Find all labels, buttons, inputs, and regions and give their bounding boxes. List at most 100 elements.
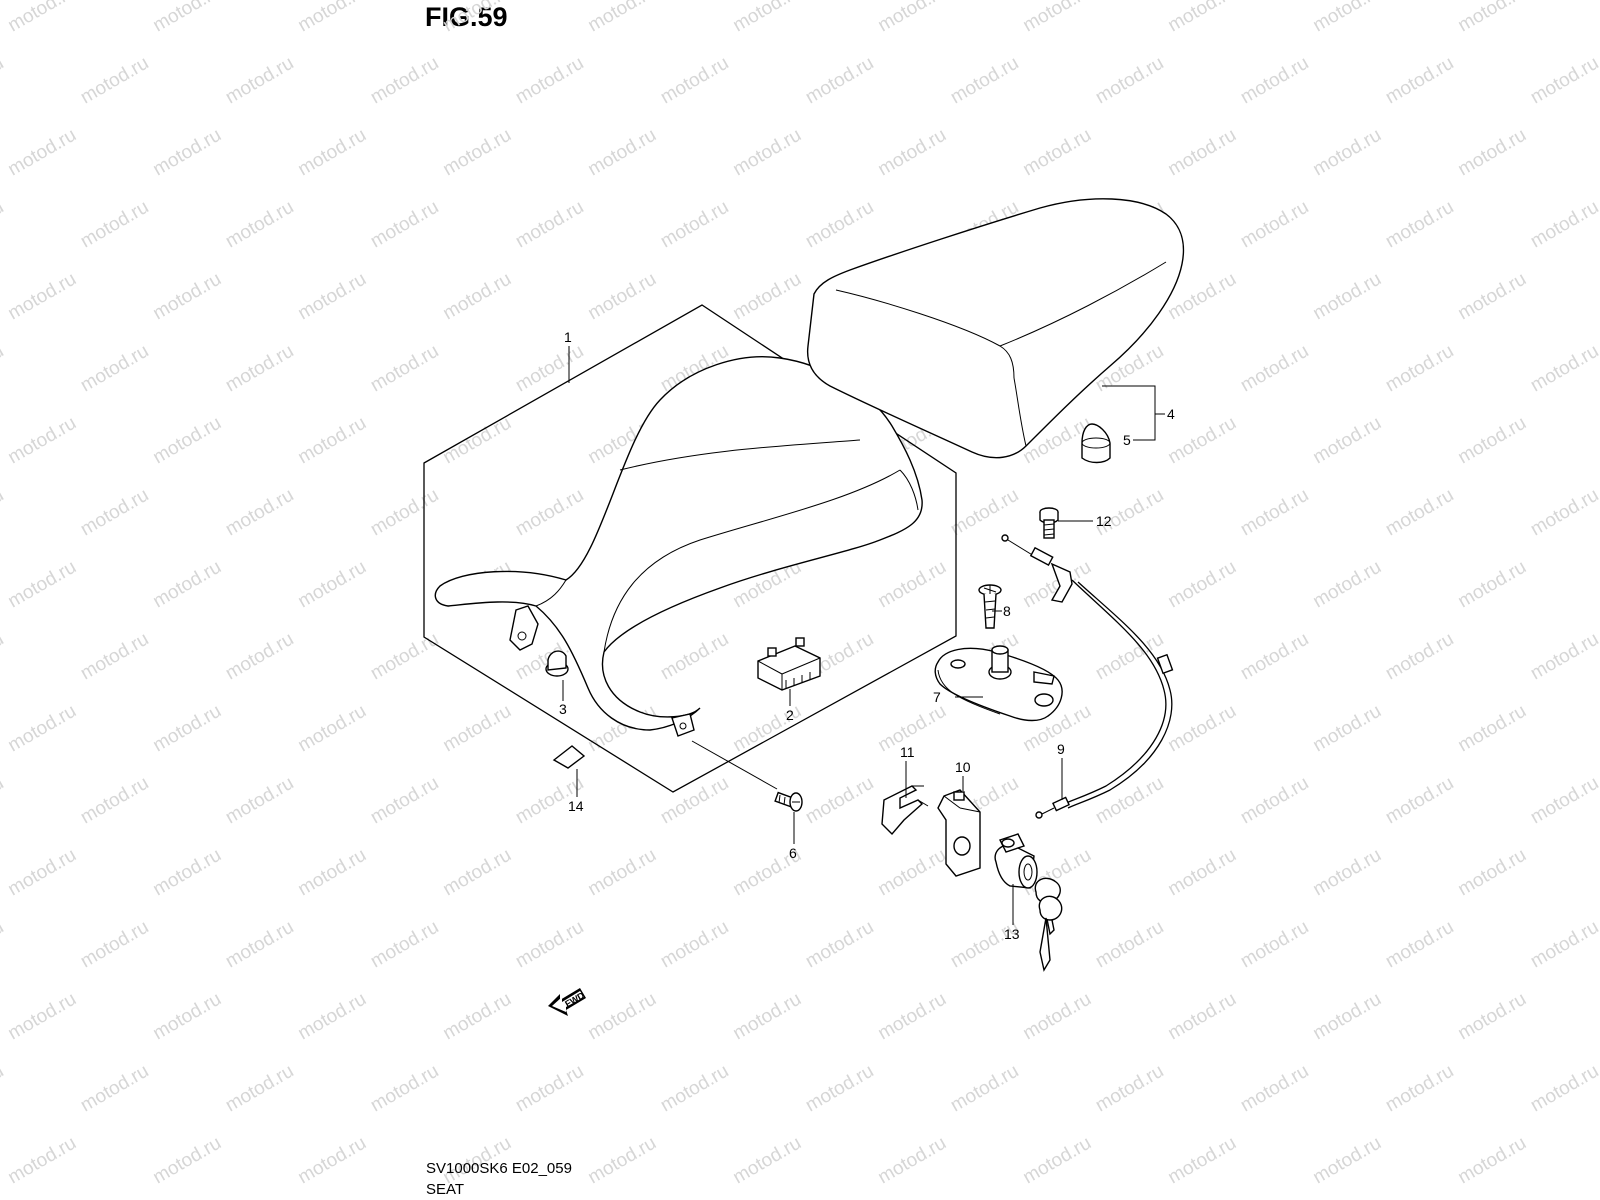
watermark-text: motod.ru [1527,485,1600,541]
watermark-text: motod.ru [150,413,225,469]
watermark-text: motod.ru [440,845,515,901]
watermark-text: motod.ru [947,917,1022,973]
watermark-text: motod.ru [512,53,587,109]
watermark-text: motod.ru [5,125,80,181]
watermark-text: motod.ru [1382,485,1457,541]
watermark-text: motod.ru [657,917,732,973]
watermark-text: motod.ru [1237,917,1312,973]
watermark-text: motod.ru [295,989,370,1045]
watermark-text: motod.ru [947,1061,1022,1117]
watermark-text: motod.ru [1527,1061,1600,1117]
watermark-text: motod.ru [1382,629,1457,685]
watermark-text: motod.ru [1455,701,1530,757]
callout-2: 2 [786,707,794,723]
watermark-text: motod.ru [295,0,370,36]
watermark-text: motod.ru [222,917,297,973]
watermark-text: motod.ru [1455,1133,1530,1189]
callout-7: 7 [933,689,941,705]
watermark-text: motod.ru [77,341,152,397]
screw-8-part [978,584,1002,629]
watermark-text: motod.ru [1310,0,1385,36]
watermark-text: motod.ru [440,989,515,1045]
watermark-text: motod.ru [947,485,1022,541]
watermark-text: motod.ru [5,989,80,1045]
watermark-text: motod.ru [730,1133,805,1189]
watermark-text: motod.ru [295,125,370,181]
watermark-text: motod.ru [222,485,297,541]
callout-5: 5 [1123,432,1131,448]
watermark-text: motod.ru [1020,1133,1095,1189]
watermark-text: motod.ru [295,413,370,469]
watermark-text: motod.ru [585,269,660,325]
watermark-text: motod.ru [367,917,442,973]
watermark-text: motod.ru [1310,845,1385,901]
watermark-text: motod.ru [730,125,805,181]
callout-numbers: 1 2 3 4 5 6 7 8 9 10 11 12 13 14 [559,329,1175,942]
watermark-text: motod.ru [802,1061,877,1117]
watermark-text: motod.ru [1310,269,1385,325]
watermark-text: motod.ru [440,413,515,469]
watermark-text: motod.ru [1382,53,1457,109]
watermark-text: motod.ru [1527,629,1600,685]
watermark-text: motod.ru [1382,197,1457,253]
watermark-text: motod.ru [5,845,80,901]
callout-13: 13 [1004,926,1020,942]
watermark-text: motod.ru [295,557,370,613]
watermark-text: motod.ru [875,989,950,1045]
watermark-text: motod.ru [1092,53,1167,109]
watermark-text: motod.ru [222,773,297,829]
watermark-text: motod.ru [585,845,660,901]
watermark-text: motod.ru [0,629,7,685]
watermark-text: motod.ru [585,989,660,1045]
watermark-text: motod.ru [1165,125,1240,181]
callout-leaders [562,346,1165,925]
watermark-text: motod.ru [657,197,732,253]
watermark-text: motod.ru [512,485,587,541]
rear-seat-part [806,198,1185,459]
watermark-text: motod.ru [367,197,442,253]
watermark-text: motod.ru [585,1133,660,1189]
watermark-text: motod.ru [657,53,732,109]
watermark-text: motod.ru [730,0,805,36]
lock-cylinder-with-keys-part [994,833,1063,972]
figure-name: SEAT [426,1181,465,1198]
watermark-text: motod.ru [150,269,225,325]
watermark-text: motod.ru [150,989,225,1045]
callout-9: 9 [1057,741,1065,757]
watermark-text: motod.ru [150,557,225,613]
watermark-text: motod.ru [1310,557,1385,613]
watermark-text: motod.ru [150,1133,225,1189]
watermark-text: motod.ru [77,1061,152,1117]
watermark-text: motod.ru [77,53,152,109]
callout-14: 14 [568,798,584,814]
watermark-text: motod.ru [1382,773,1457,829]
watermark-text: motod.ru [947,53,1022,109]
watermark-text: motod.ru [77,485,152,541]
watermark-text: motod.ru [512,197,587,253]
watermark-text: motod.ru [440,269,515,325]
cap-part [1081,423,1111,464]
watermark-text: motod.ru [1092,1061,1167,1117]
watermark-text: motod.ru [512,917,587,973]
watermark-text: motod.ru [150,701,225,757]
watermark-text: motod.ru [150,845,225,901]
watermark-text: motod.ru [0,341,7,397]
watermark-text: motod.ru [802,773,877,829]
watermark-text: motod.ru [875,845,950,901]
watermark-text: motod.ru [1310,413,1385,469]
watermark-text: motod.ru [512,341,587,397]
watermark-text: motod.ru [512,1061,587,1117]
watermark-text: motod.ru [657,773,732,829]
seat-lock-cable-part [1001,534,1174,819]
watermark-text: motod.ru [1165,701,1240,757]
watermark-text: motod.ru [657,629,732,685]
watermark-text: motod.ru [222,629,297,685]
rubber-cushion-part [757,637,821,691]
watermark-text: motod.ru [77,917,152,973]
callout-4: 4 [1167,406,1175,422]
watermark-text: motod.ru [1455,413,1530,469]
watermark-text: motod.ru [5,701,80,757]
watermark-text: motod.ru [1455,989,1530,1045]
watermark-text: motod.ru [5,1133,80,1189]
